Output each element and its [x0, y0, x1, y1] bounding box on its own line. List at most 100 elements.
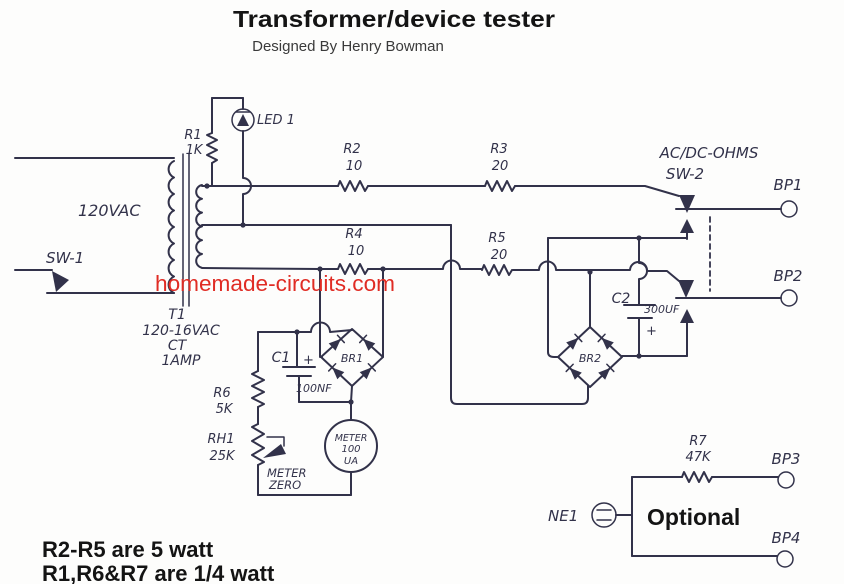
- resistor-r4: [337, 263, 369, 275]
- led1-triangle-icon: [237, 114, 249, 126]
- r3-value: 20: [492, 159, 509, 174]
- bp4-label: BP4: [772, 529, 801, 547]
- resistor-r2: [337, 180, 369, 192]
- resistor-rh1: [251, 423, 265, 466]
- sw2-pole1-arrow-icon: [679, 195, 695, 213]
- c1-value: 100NF: [296, 382, 332, 395]
- transformer-t1: T1 120-16VAC CT 1AMP: [142, 153, 220, 369]
- bp4-post: [776, 550, 794, 568]
- bp3-post: [777, 471, 795, 489]
- c2-value: 300UF: [644, 303, 680, 316]
- rh1-caption-2: ZERO: [268, 478, 301, 492]
- r6-name: R6: [213, 386, 230, 401]
- ne1-label: NE1: [548, 507, 578, 525]
- led1-label: LED 1: [257, 113, 295, 128]
- meter-bridge-section: BR1 C1 + 100NF METER 100 UA R6 5K RH1 25…: [207, 268, 384, 496]
- top-rail: R2 10 R3 20: [201, 142, 680, 197]
- r5-name: R5: [488, 231, 505, 246]
- bp1-post: [780, 200, 798, 218]
- secondary-rails: R4 10 R5 20: [201, 224, 680, 405]
- rh1-caption-1: METER: [267, 466, 306, 480]
- ne1-lamp-icon: [591, 502, 617, 528]
- wire-top-c: [514, 185, 680, 197]
- c2-name: C2: [612, 291, 631, 307]
- r6-value: 5K: [216, 402, 234, 417]
- br1-diode-4: [359, 362, 377, 380]
- wire-line-a-down: [547, 237, 559, 358]
- wire-rh1-wiper: [266, 436, 285, 447]
- resistor-r5: [481, 264, 513, 276]
- wire-ct-to-br2-bottom: [450, 224, 589, 405]
- br2-diamond: [557, 326, 623, 388]
- bp2-post: [780, 289, 798, 307]
- page-title: Transformer/device tester: [233, 6, 555, 32]
- r1-name: R1: [184, 128, 201, 143]
- meter-line2: 100: [341, 444, 360, 455]
- junction-dot: [204, 183, 210, 189]
- t1-rating: 1AMP: [161, 353, 201, 369]
- br1-label: BR1: [341, 352, 363, 365]
- sw1-label: SW-1: [46, 249, 84, 267]
- sw2-throw1-arrow-icon: [680, 219, 694, 233]
- optional-section: R7 47K NE1 BP3 BP4 Optional: [548, 434, 801, 568]
- note-line-1: R2-R5 are 5 watt: [42, 537, 214, 562]
- sw2-label: SW-2: [666, 165, 704, 183]
- junction-dot: [317, 266, 323, 272]
- r1-value: 1K: [186, 143, 204, 158]
- r7-name: R7: [689, 434, 707, 449]
- wire-bot-hop: [382, 259, 483, 270]
- r2-value: 10: [346, 159, 363, 174]
- mains-voltage-label: 120VAC: [78, 201, 141, 220]
- junction-dot: [380, 266, 386, 272]
- notes: R2-R5 are 5 watt R1,R6&R7 are 1/4 watt: [42, 537, 275, 584]
- junction-dot: [240, 222, 246, 228]
- note-line-2: R1,R6&R7 are 1/4 watt: [42, 561, 275, 584]
- bp2-label: BP2: [774, 267, 803, 285]
- wire-br1-bot-stem: [350, 385, 353, 403]
- bp3-label: BP3: [772, 450, 801, 468]
- r4-value: 10: [348, 244, 365, 259]
- bp1-label: BP1: [774, 176, 803, 194]
- c1-polarity: +: [303, 353, 314, 368]
- resistor-r6: [251, 370, 265, 408]
- page-subtitle: Designed By Henry Bowman: [252, 38, 444, 55]
- junction-dot: [636, 353, 642, 359]
- meter-line3: UA: [344, 456, 358, 467]
- c2-polarity: +: [646, 324, 657, 339]
- primary-coil: [167, 160, 175, 294]
- c1-name: C1: [272, 350, 291, 366]
- br1-diode-2: [358, 334, 376, 351]
- selector-sw2: AC/DC-OHMS SW-2 BP1 BP2: [547, 144, 803, 358]
- sw2-throw2-arrow-icon: [680, 309, 694, 323]
- resistor-r1: [206, 132, 218, 164]
- r3-name: R3: [490, 142, 507, 157]
- resistor-r7: [681, 471, 713, 483]
- br2-diode-1: [566, 333, 583, 350]
- header: Transformer/device tester Designed By He…: [233, 6, 555, 55]
- t1-name: T1: [168, 307, 185, 323]
- sw1-blade-icon: [52, 271, 69, 292]
- r2-name: R2: [343, 142, 360, 157]
- rh1-name: RH1: [207, 432, 234, 447]
- r1-led1-branch: R1 1K LED 1: [184, 97, 295, 226]
- r4-name: R4: [345, 227, 362, 242]
- junction-dot: [294, 329, 300, 335]
- br2-diode-4: [598, 363, 615, 380]
- sw2-function-label: AC/DC-OHMS: [659, 144, 759, 162]
- bridge-br2-c2: BR2 C2 300UF +: [557, 237, 688, 388]
- wire-br1-top-line: [257, 321, 353, 333]
- junction-dot: [348, 399, 354, 405]
- r5-value: 20: [491, 248, 508, 263]
- wire-line-b: [512, 260, 680, 282]
- watermark: homemade-circuits.com: [155, 271, 395, 296]
- resistor-r3: [484, 180, 516, 192]
- wire-led-stem-bot-hop: [242, 130, 252, 226]
- br2-label: BR2: [579, 352, 601, 365]
- junction-dots: [204, 183, 642, 405]
- sw2-pole2-arrow-icon: [678, 280, 694, 298]
- meter-line1: METER: [335, 433, 368, 444]
- t1-tap: CT: [168, 338, 188, 354]
- br1-diode-3: [327, 362, 345, 380]
